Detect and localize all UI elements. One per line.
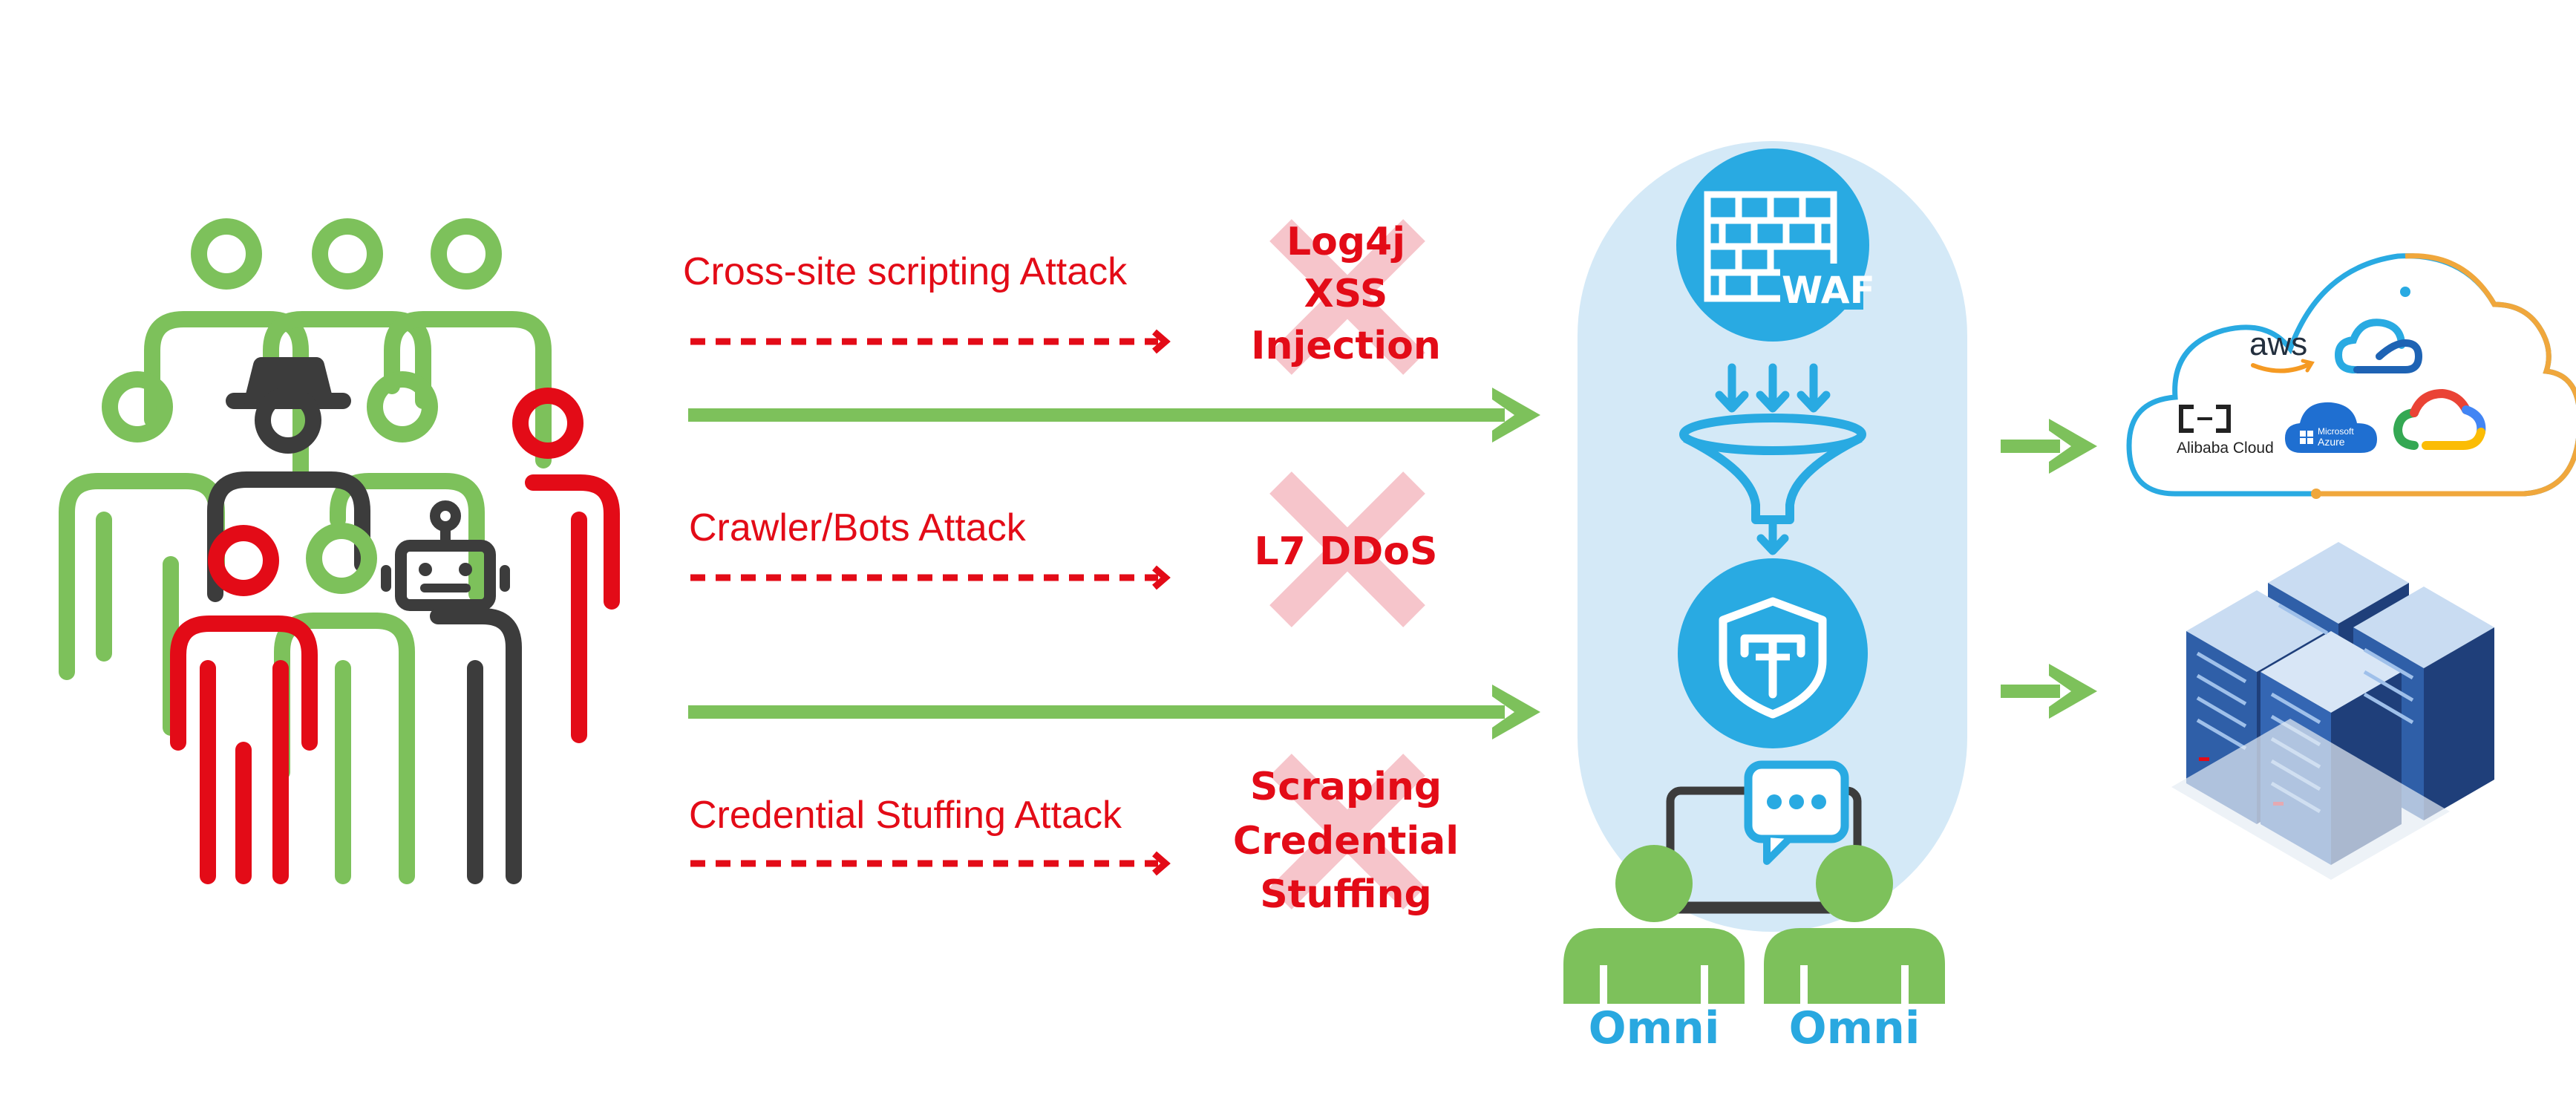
operator-left: Omni xyxy=(1563,845,1745,1054)
blocked-crosses xyxy=(1269,219,1425,910)
legit-traffic-arrows xyxy=(688,388,1540,739)
server-rack-icon xyxy=(2171,542,2494,880)
outbound-arrows xyxy=(2001,419,2097,719)
attack-label-xss: Cross-site scripting Attack xyxy=(683,250,1128,293)
filter-arrows xyxy=(1715,363,1831,413)
blocked-labels: Log4j XSS Injection L7 DDoS Scraping Cre… xyxy=(1233,220,1459,917)
blocked-scraping: Scraping xyxy=(1250,765,1442,809)
alibaba-cloud-logo: Alibaba Cloud xyxy=(2177,405,2274,457)
omni-label-right: Omni xyxy=(1789,1002,1920,1054)
blocked-credential: Credential xyxy=(1233,819,1459,863)
svg-text:aws: aws xyxy=(2249,326,2307,362)
blocked-log4j: Log4j xyxy=(1287,220,1405,264)
aws-logo: aws xyxy=(2249,326,2315,373)
svg-text:Alibaba Cloud: Alibaba Cloud xyxy=(2177,440,2274,457)
attack-arrows xyxy=(690,329,1171,876)
blocked-injection: Injection xyxy=(1251,324,1441,368)
attack-label-credential: Credential Stuffing Attack xyxy=(689,794,1122,837)
blocked-xss: XSS xyxy=(1304,272,1388,316)
crowd-icon xyxy=(59,218,620,884)
blocked-l7ddos: L7 DDoS xyxy=(1255,529,1438,574)
blocked-stuffing: Stuffing xyxy=(1260,872,1432,917)
omni-label-left: Omni xyxy=(1589,1002,1720,1054)
svg-text:Microsoft: Microsoft xyxy=(2318,426,2354,437)
svg-text:Azure: Azure xyxy=(2318,436,2345,448)
waf-label: WAF xyxy=(1782,269,1875,312)
firewall-icon: WAF xyxy=(1676,148,1875,342)
azure-logo: Microsoft Azure xyxy=(2285,402,2377,453)
operator-right: Omni xyxy=(1764,845,1945,1054)
tencent-cloud-logo xyxy=(2334,319,2423,373)
cloud-icon: aws Alibaba Cloud Microsoft Azure xyxy=(2126,253,2576,499)
shield-icon xyxy=(1678,558,1868,748)
robot-icon xyxy=(381,500,510,611)
laptop-chat-icon xyxy=(1657,760,1871,914)
google-cloud-logo xyxy=(2393,388,2486,450)
attack-label-bots: Crawler/Bots Attack xyxy=(689,506,1027,549)
